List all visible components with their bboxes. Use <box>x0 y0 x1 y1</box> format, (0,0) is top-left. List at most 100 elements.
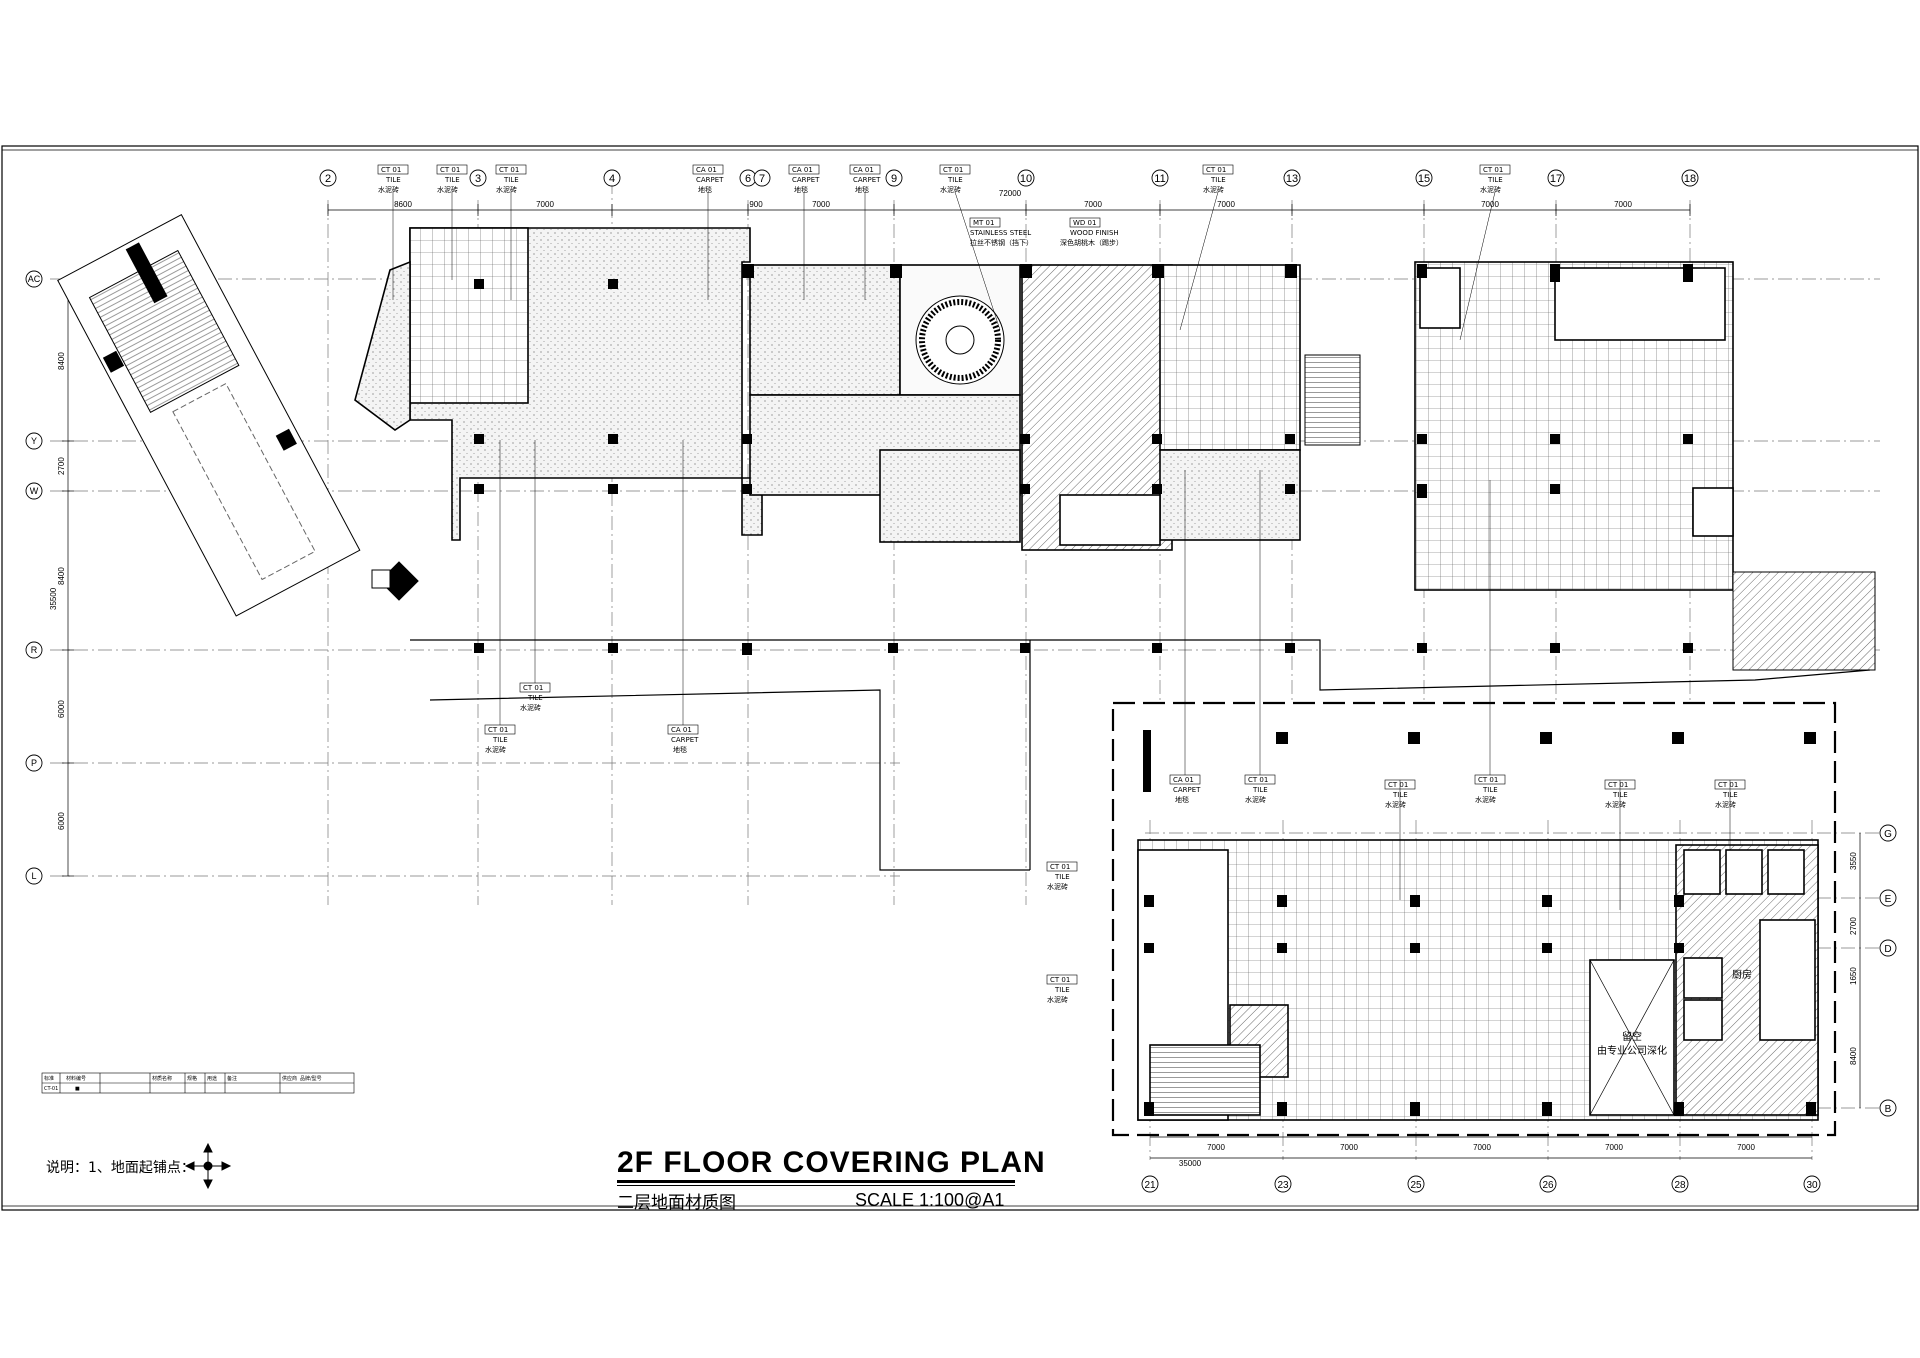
grid-label: 3 <box>475 173 481 185</box>
outline-lines <box>410 639 1871 871</box>
drawing-title-cn: 二层地面材质图 <box>617 1193 736 1213</box>
svg-text:CA 01: CA 01 <box>1173 776 1194 784</box>
start-point-icon <box>184 1142 232 1190</box>
svg-text:水泥砖: 水泥砖 <box>485 745 506 754</box>
dim-left: 35500 <box>49 587 58 610</box>
svg-text:水泥砖: 水泥砖 <box>1047 995 1068 1004</box>
tag-tile-5: CT 01 TILE 水泥砖 <box>1202 164 1234 194</box>
dim-right: 1650 <box>1849 967 1858 985</box>
grid-label: 6 <box>745 173 751 185</box>
svg-text:水泥砖: 水泥砖 <box>1245 795 1266 804</box>
dim-5: 7000 <box>1084 200 1102 209</box>
grid-label: 10 <box>1020 173 1032 185</box>
svg-text:CT 01: CT 01 <box>1478 776 1498 784</box>
svg-text:TILE: TILE <box>444 176 460 184</box>
svg-text:■: ■ <box>75 1086 80 1092</box>
tag-tile-6: CT 01 TILE 水泥砖 <box>1479 164 1511 194</box>
grid-label: 15 <box>1418 173 1430 185</box>
grid-label: R <box>31 645 38 655</box>
corridor-right <box>1159 449 1301 541</box>
svg-text:水泥砖: 水泥砖 <box>1385 800 1406 809</box>
leader-lines <box>392 191 1731 910</box>
svg-text:规格: 规格 <box>187 1075 197 1082</box>
floor-start-note: 说明：1、地面起铺点： <box>46 1160 195 1176</box>
legend-table-texts: 标准 材料编号 材质名称 规格 用途 备注 供应商 品牌/型号 CT-01 ■ <box>44 1075 322 1092</box>
svg-text:材料编号: 材料编号 <box>66 1075 86 1082</box>
legend-table <box>41 1072 355 1094</box>
border-ticks <box>2 149 1918 1207</box>
tag-tile-14: CT 01 TILE 水泥砖 <box>1046 861 1078 891</box>
svg-text:标准: 标准 <box>44 1075 54 1082</box>
lower-room <box>879 449 1021 543</box>
dim-left: 2700 <box>57 457 66 475</box>
room-labels: 留空 由专业公司深化 厨房 <box>1597 968 1752 1057</box>
svg-text:TILE: TILE <box>385 176 401 184</box>
grid-label: 23 <box>1277 1180 1289 1191</box>
svg-text:TILE: TILE <box>1482 786 1498 794</box>
dim-2: 7000 <box>536 200 554 209</box>
stair-wing <box>57 214 361 617</box>
annex-bottom-dim-texts: 7000 7000 7000 7000 7000 35000 <box>1179 1143 1756 1168</box>
tile-room <box>409 227 529 404</box>
carpet-room-1 <box>749 264 901 396</box>
svg-text:CT 01: CT 01 <box>1608 781 1628 789</box>
svg-text:水泥砖: 水泥砖 <box>496 185 517 194</box>
svg-text:TILE: TILE <box>527 694 543 702</box>
svg-text:CA 01: CA 01 <box>671 726 692 734</box>
svg-text:CT 01: CT 01 <box>1050 976 1070 984</box>
svg-text:供应商: 供应商 <box>282 1075 297 1082</box>
svg-text:材质名称: 材质名称 <box>152 1075 172 1082</box>
title-underline <box>617 1180 1015 1183</box>
elevators <box>1059 494 1161 546</box>
svg-text:水泥砖: 水泥砖 <box>1203 185 1224 194</box>
grid-label: W <box>30 486 39 496</box>
grid-label: 18 <box>1684 173 1696 185</box>
spiral-stair <box>915 295 1005 385</box>
tag-tile-3: CT 01 TILE 水泥砖 <box>495 164 527 194</box>
void-label: 留空 <box>1622 1030 1642 1043</box>
dim-right: 2700 <box>1849 917 1858 935</box>
top-dimension-texts: 8600 7000 900 7000 7000 7000 7000 7000 7… <box>394 189 1632 209</box>
svg-text:CT 01: CT 01 <box>1206 166 1226 174</box>
dim-total: 72000 <box>999 189 1022 198</box>
ramp <box>1732 571 1876 671</box>
left-grid-labels: AC Y W R P L <box>28 274 41 881</box>
tag-carpet-1: CA 01 CARPET 地毯 <box>692 164 724 194</box>
grid-label: 21 <box>1144 1180 1156 1191</box>
drawing-scale: SCALE 1:100@A1 <box>855 1190 1005 1210</box>
grid-label: 7 <box>759 173 765 185</box>
sheet-border <box>1 145 1919 1211</box>
svg-text:CT 01: CT 01 <box>1483 166 1503 174</box>
tag-steel: MT 01 STAINLESS STEEL 拉丝不锈钢（挡下） <box>969 217 1033 247</box>
tag-tile-8: CT 01 TILE 水泥砖 <box>484 724 516 754</box>
annex <box>1137 839 1819 1121</box>
svg-text:CT-01: CT-01 <box>44 1086 58 1092</box>
svg-text:WOOD FINISH: WOOD FINISH <box>1070 229 1119 237</box>
svg-text:TILE: TILE <box>503 176 519 184</box>
svg-text:CARPET: CARPET <box>853 176 881 184</box>
annex-boundary <box>1111 701 1837 1137</box>
svg-text:CA 01: CA 01 <box>696 166 717 174</box>
dim-annex: 7000 <box>1737 1143 1755 1152</box>
svg-text:地毯: 地毯 <box>673 745 687 754</box>
dim-left: 6000 <box>57 700 66 718</box>
svg-text:TILE: TILE <box>947 176 963 184</box>
svg-text:地毯: 地毯 <box>855 185 869 194</box>
svg-text:CT 01: CT 01 <box>440 166 460 174</box>
grid-label: 13 <box>1286 173 1298 185</box>
dim-8: 7000 <box>1614 200 1632 209</box>
svg-text:地毯: 地毯 <box>794 185 808 194</box>
svg-text:CT 01: CT 01 <box>499 166 519 174</box>
top-grid-bubbles <box>319 169 1699 187</box>
svg-text:水泥砖: 水泥砖 <box>520 703 541 712</box>
tag-tile-2: CT 01 TILE 水泥砖 <box>436 164 468 194</box>
svg-text:水泥砖: 水泥砖 <box>1605 800 1626 809</box>
dim-annex: 7000 <box>1605 1143 1623 1152</box>
grid-label: 2 <box>325 173 331 185</box>
annex-right-dim-texts: 3550 2700 1650 8400 <box>1849 852 1858 1065</box>
svg-text:WD 01: WD 01 <box>1073 219 1096 227</box>
svg-text:CT 01: CT 01 <box>1388 781 1408 789</box>
annex-bottom-labels: 21 23 25 26 28 30 <box>1144 1180 1818 1191</box>
dim-4: 7000 <box>812 200 830 209</box>
